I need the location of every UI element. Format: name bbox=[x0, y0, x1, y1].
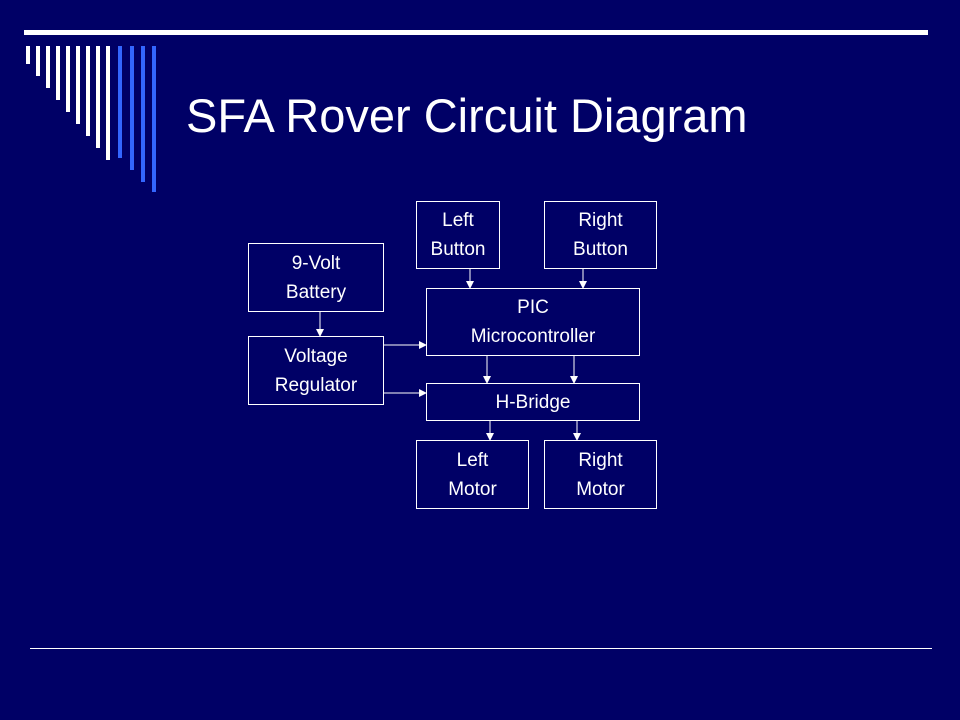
top-rule bbox=[24, 30, 928, 35]
stripe bbox=[130, 46, 134, 170]
pic-microcontroller-label: PIC Microcontroller bbox=[470, 297, 596, 347]
voltage-regulator-label: Voltage Regulator bbox=[274, 345, 358, 396]
bottom-rule bbox=[30, 648, 932, 649]
stripe bbox=[56, 46, 60, 100]
left-motor-box: Left Motor bbox=[416, 440, 529, 509]
stripe bbox=[46, 46, 50, 88]
stripe bbox=[36, 46, 40, 76]
left-button-label: Left Button bbox=[430, 210, 486, 260]
right-motor-box: Right Motor bbox=[544, 440, 657, 509]
battery-box: 9-Volt Battery bbox=[248, 243, 384, 312]
stripe bbox=[96, 46, 100, 148]
stripe bbox=[76, 46, 80, 124]
voltage-regulator-box: Voltage Regulator bbox=[248, 336, 384, 405]
h-bridge-box: H-Bridge bbox=[426, 383, 640, 421]
left-button-box: Left Button bbox=[416, 201, 500, 269]
right-button-label: Right Button bbox=[573, 210, 628, 260]
stripe bbox=[66, 46, 70, 112]
h-bridge-label: H-Bridge bbox=[495, 391, 571, 413]
stripe bbox=[106, 46, 110, 160]
slide-title: SFA Rover Circuit Diagram bbox=[186, 89, 748, 142]
stripe bbox=[26, 46, 30, 64]
right-motor-label: Right Motor bbox=[576, 449, 625, 500]
pic-microcontroller-box: PIC Microcontroller bbox=[426, 288, 640, 356]
left-motor-label: Left Motor bbox=[448, 449, 497, 500]
stripe bbox=[152, 46, 156, 192]
right-button-box: Right Button bbox=[544, 201, 657, 269]
battery-label: 9-Volt Battery bbox=[285, 252, 347, 303]
stripe bbox=[118, 46, 122, 158]
stripe bbox=[141, 46, 145, 182]
stripe bbox=[86, 46, 90, 136]
